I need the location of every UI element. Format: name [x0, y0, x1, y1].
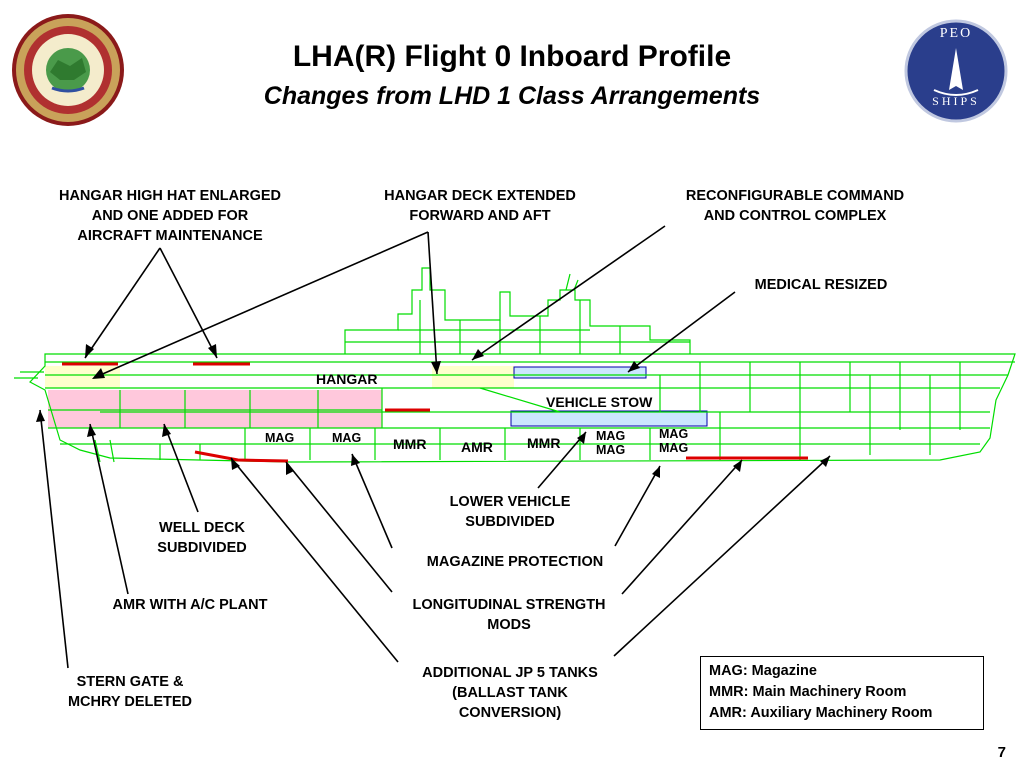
legend-item-amr: AMR: Auxiliary Machinery Room: [709, 705, 933, 721]
callout-magazine-protection: MAGAZINE PROTECTION: [426, 554, 604, 570]
hangar-fwd-area: [432, 366, 514, 388]
hangar-label: HANGAR: [316, 371, 378, 387]
callout-lower-vehicle: LOWER VEHICLE SUBDIVIDED: [449, 494, 571, 530]
vehicle-stow-label: VEHICLE STOW: [546, 394, 653, 410]
mag-label-5: MAG: [659, 427, 689, 441]
legend-box: MAG: Magazine MMR: Main Machinery Room A…: [700, 656, 984, 730]
callout-jp5-tanks: ADDITIONAL JP 5 TANKS (BALLAST TANK CONV…: [422, 665, 598, 721]
callout-amr-ac-plant: AMR WITH A/C PLANT: [112, 597, 268, 613]
mag-label-1: MAG: [265, 431, 295, 445]
slide-subtitle: Changes from LHD 1 Class Arrangements: [263, 82, 761, 110]
callout-medical: MEDICAL RESIZED: [754, 277, 888, 293]
hangar-aft-area: [45, 366, 120, 388]
legend-item-mmr: MMR: Main Machinery Room: [709, 684, 907, 700]
well-deck-area: [48, 390, 382, 428]
callout-command-control: RECONFIGURABLE COMMAND AND CONTROL COMPL…: [685, 188, 905, 224]
legend-item-mag: MAG: Magazine: [709, 663, 817, 679]
callout-well-deck: WELL DECK SUBDIVIDED: [157, 520, 247, 556]
mmr-label-1: MMR: [393, 436, 427, 452]
mmr-label-2: MMR: [527, 435, 561, 451]
mag-label-4: MAG: [596, 443, 626, 457]
slide-title: LHA(R) Flight 0 Inboard Profile: [292, 40, 732, 73]
callout-hangar-high-hat: HANGAR HIGH HAT ENLARGED AND ONE ADDED F…: [58, 188, 282, 244]
peo-logo-text: PEO: [939, 26, 973, 41]
page-number: 7: [997, 744, 1006, 761]
vehicle-stow-area: [510, 410, 708, 427]
mag-label-2: MAG: [332, 431, 362, 445]
amr-label: AMR: [461, 439, 493, 455]
mag-label-6: MAG: [659, 441, 689, 455]
ships-logo-text: SHIPS: [932, 94, 980, 108]
command-complex-area: [513, 366, 647, 379]
callout-hangar-deck-extended: HANGAR DECK EXTENDED FORWARD AND AFT: [384, 188, 576, 224]
callout-longitudinal: LONGITUDINAL STRENGTH MODS: [412, 597, 606, 633]
mag-label-3: MAG: [596, 429, 626, 443]
callout-stern-gate: STERN GATE & MCHRY DELETED: [67, 674, 193, 710]
